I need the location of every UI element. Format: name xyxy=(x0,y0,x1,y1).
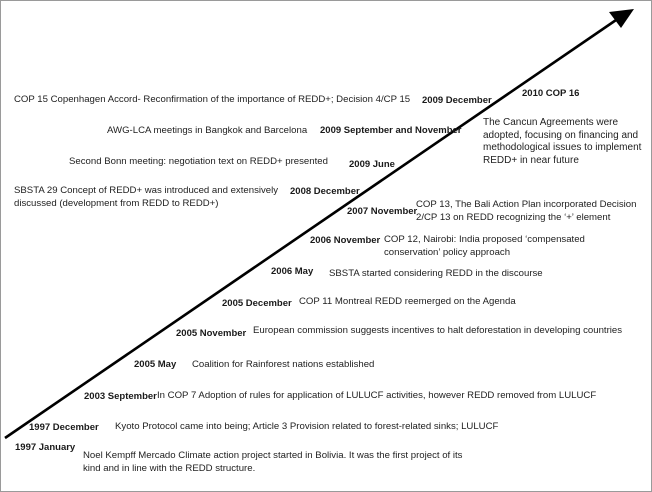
event-date: 2005 December xyxy=(222,298,292,309)
event-description: COP 11 Montreal REDD reemerged on the Ag… xyxy=(299,296,516,307)
event-description: SBSTA 29 Concept of REDD+ was introduced… xyxy=(14,185,279,209)
timeline-arrow-line xyxy=(4,16,620,440)
event-description: AWG-LCA meetings in Bangkok and Barcelon… xyxy=(107,125,308,136)
event-date: 2009 June xyxy=(349,159,395,170)
event-description: SBSTA started considering REDD in the di… xyxy=(329,268,543,279)
event-description: Coalition for Rainforest nations establi… xyxy=(192,359,375,370)
event-date: 2007 November xyxy=(347,206,418,217)
event-date: 2009 December xyxy=(422,95,492,106)
event-date: 1997 January xyxy=(15,442,76,453)
event-date: 2006 November xyxy=(310,235,381,246)
event-description: Noel Kempff Mercado Climate action proje… xyxy=(83,450,463,474)
event-description: The Cancun Agreements were adopted, focu… xyxy=(483,117,642,166)
event-date: 2010 COP 16 xyxy=(522,88,580,99)
timeline-arrow-head xyxy=(609,9,634,28)
event-description: European commission suggests incentives … xyxy=(253,325,623,336)
event-date: 1997 December xyxy=(29,422,99,433)
event-date: 2005 May xyxy=(134,359,177,370)
event-date: 2003 September xyxy=(84,391,157,402)
event-description: Second Bonn meeting: negotiation text on… xyxy=(69,156,328,167)
event-description: Kyoto Protocol came into being; Article … xyxy=(115,421,499,432)
event-date: 2009 September and November xyxy=(320,125,462,136)
event-description: COP 13, The Bali Action Plan incorporate… xyxy=(416,199,637,223)
event-description: In COP 7 Adoption of rules for applicati… xyxy=(157,390,597,401)
event-date: 2006 May xyxy=(271,266,314,277)
event-date: 2008 December xyxy=(290,186,360,197)
event-description: COP 15 Copenhagen Accord- Reconfirmation… xyxy=(14,94,411,105)
event-date: 2005 November xyxy=(176,328,247,339)
event-description: COP 12, Nairobi: India proposed ‘compens… xyxy=(384,234,585,258)
